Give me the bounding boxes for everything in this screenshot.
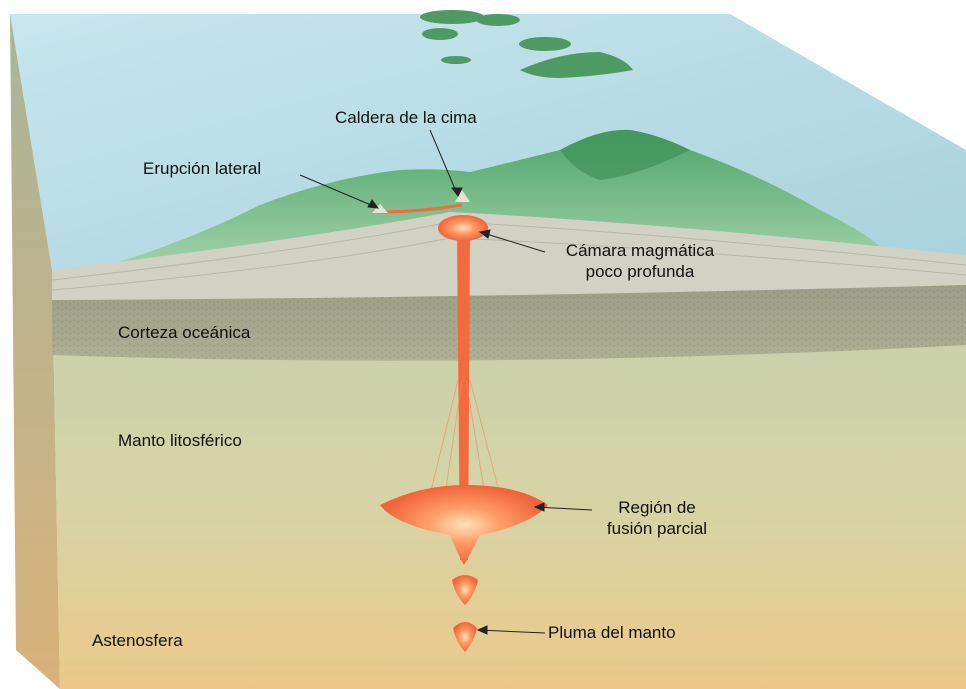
label-shallow-chamber: Cámara magmática poco profunda: [545, 240, 735, 282]
shallow-magma-chamber: [438, 215, 488, 241]
label-partial-melt: Región de fusión parcial: [592, 497, 722, 539]
label-lateral-eruption: Erupción lateral: [143, 158, 261, 179]
label-shallow-chamber-line2: poco profunda: [545, 261, 735, 282]
label-lithospheric-mantle: Manto litosférico: [118, 430, 242, 451]
label-partial-melt-line1: Región de: [592, 497, 722, 518]
label-partial-melt-line2: fusión parcial: [592, 518, 722, 539]
label-asthenosphere: Astenosfera: [92, 630, 183, 651]
label-shallow-chamber-line1: Cámara magmática: [545, 240, 735, 261]
label-oceanic-crust: Corteza oceánica: [118, 322, 250, 343]
label-summit-caldera: Caldera de la cima: [335, 107, 477, 128]
label-mantle-plume: Pluma del manto: [548, 622, 676, 643]
